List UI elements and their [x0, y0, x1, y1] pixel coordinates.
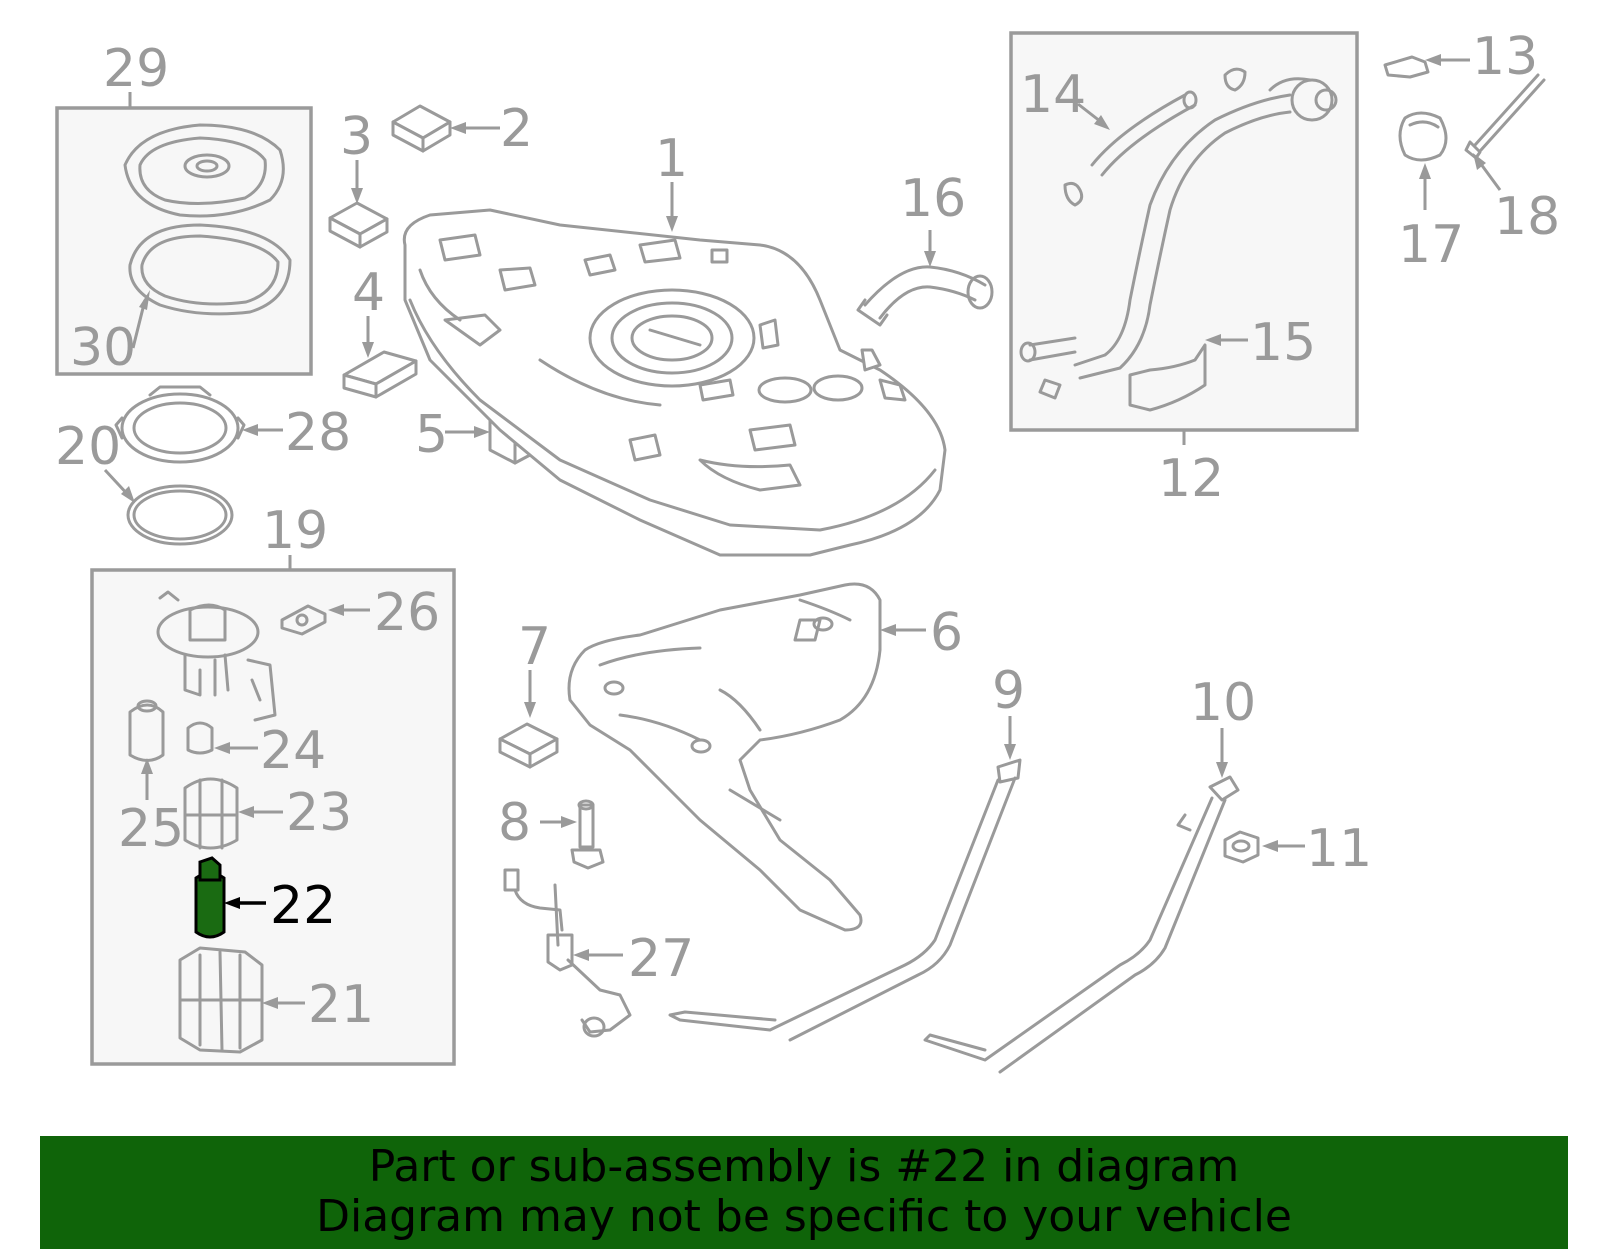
part-9-tank-strap[interactable] [668, 758, 1022, 1042]
part-1-fuel-tank[interactable] [402, 208, 947, 557]
callout-18[interactable]: 18 [1494, 187, 1560, 247]
callout-3[interactable]: 3 [340, 107, 373, 167]
callout-8[interactable]: 8 [498, 793, 531, 853]
leader-lines [103, 54, 1502, 1009]
callout-5[interactable]: 5 [415, 405, 448, 465]
part-13-valve[interactable] [1383, 55, 1430, 79]
callout-26[interactable]: 26 [374, 583, 440, 643]
part-3-pad[interactable] [328, 201, 389, 249]
callout-9[interactable]: 9 [992, 661, 1025, 721]
callout-20[interactable]: 20 [55, 417, 121, 477]
callout-17[interactable]: 17 [1398, 215, 1464, 275]
info-banner: Part or sub-assembly is #22 in diagram D… [40, 1136, 1568, 1249]
part-17-fuel-cap[interactable] [1398, 111, 1448, 162]
banner-line-disclaimer: Diagram may not be specific to your vehi… [316, 1191, 1292, 1242]
part-30-gasket[interactable] [128, 223, 292, 316]
callout-15[interactable]: 15 [1250, 313, 1316, 373]
part-11-nut[interactable] [1223, 830, 1260, 864]
callout-25[interactable]: 25 [118, 799, 184, 859]
part-18-tether[interactable] [1464, 73, 1546, 160]
group-box-19 [90, 568, 456, 1066]
part-4-pad[interactable] [342, 350, 418, 399]
callout-numbers: 29 30 2 3 4 5 1 16 14 13 17 18 15 12 28 … [55, 27, 1560, 1035]
callout-28[interactable]: 28 [285, 403, 351, 463]
callout-24[interactable]: 24 [260, 721, 326, 781]
part-26-bracket[interactable] [280, 604, 327, 636]
part-6-heat-shield[interactable] [567, 582, 882, 932]
part-27-fuel-level-sender[interactable] [503, 868, 632, 1038]
part-19-pump-module[interactable] [156, 590, 277, 722]
part-25-fuel-filter[interactable] [128, 699, 165, 762]
callout-27[interactable]: 27 [628, 929, 694, 989]
callout-12[interactable]: 12 [1158, 449, 1224, 509]
callout-16[interactable]: 16 [900, 169, 966, 229]
part-8-bolt[interactable] [570, 799, 605, 870]
part-20-o-ring[interactable] [126, 484, 234, 546]
part-22-fuel-pump[interactable] [194, 856, 226, 939]
callout-22-highlighted[interactable]: 22 [270, 876, 336, 936]
banner-line-part: Part or sub-assembly is #22 in diagram [368, 1141, 1240, 1192]
part-23-pump-holder[interactable] [183, 777, 239, 850]
part-7-pad[interactable] [498, 722, 559, 769]
part-16-vent-hose[interactable] [856, 265, 994, 327]
callout-30[interactable]: 30 [70, 318, 136, 378]
callout-4[interactable]: 4 [352, 263, 385, 323]
callout-29[interactable]: 29 [103, 39, 169, 99]
part-12-filler-neck-assembly[interactable] [1019, 67, 1338, 412]
callout-6[interactable]: 6 [930, 603, 963, 663]
callout-14[interactable]: 14 [1020, 65, 1086, 125]
callout-2[interactable]: 2 [500, 99, 533, 159]
callout-23[interactable]: 23 [286, 783, 352, 843]
callout-11[interactable]: 11 [1306, 819, 1372, 879]
callout-21[interactable]: 21 [308, 975, 374, 1035]
part-24-regulator[interactable] [186, 721, 214, 755]
part-2-pad[interactable] [391, 104, 452, 153]
part-21-reservoir[interactable] [178, 946, 264, 1054]
callout-1[interactable]: 1 [655, 129, 688, 189]
part-10-tank-strap[interactable] [923, 775, 1240, 1074]
callout-7[interactable]: 7 [518, 617, 551, 677]
callout-13[interactable]: 13 [1472, 27, 1538, 87]
part-28-lock-ring[interactable] [114, 385, 246, 464]
part-29-seal-plate[interactable] [123, 123, 285, 218]
callout-19[interactable]: 19 [262, 501, 328, 561]
callout-10[interactable]: 10 [1190, 673, 1256, 733]
